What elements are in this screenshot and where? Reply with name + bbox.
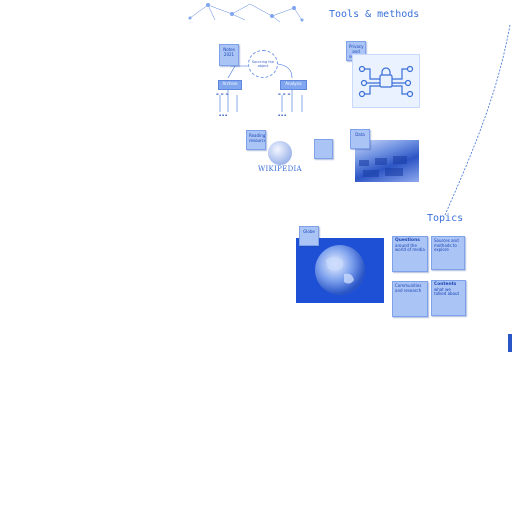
heading-tools-methods: Tools & methods [329, 9, 420, 20]
lock-network-icon [358, 65, 414, 98]
diagram-left-box-label: Archive [222, 81, 238, 86]
network-label: ····· [188, 20, 193, 24]
photo-note-sticky[interactable]: Data [350, 129, 370, 149]
diagram-left-sublabels: ▬ ▬ ▬ [216, 92, 229, 96]
earth-icon [315, 245, 365, 295]
topic-card-4-title: Contents [434, 282, 457, 287]
wiki-note-text: Reading resources [249, 133, 266, 143]
globe-image[interactable] [296, 238, 384, 303]
wikipedia-label: WIKIPEDIA [258, 165, 302, 173]
topic-card-1[interactable]: Questions around the world of media [392, 236, 428, 272]
diagram-left-box[interactable]: Archive [218, 80, 242, 90]
topic-card-2[interactable]: Sources and methods to explore [431, 236, 465, 270]
topic-card-1-title: Questions [395, 238, 420, 243]
globe-note-sticky[interactable]: Globe [299, 226, 319, 246]
diagram-right-box-label: Analysis [285, 81, 302, 86]
diagram-right-box[interactable]: Analysis [280, 80, 307, 90]
topic-card-4-body: what we talked about [434, 286, 460, 297]
diagram-top-note-label: 2021 [223, 52, 235, 57]
diagram-left-leaves: ▪ ▪ ▪ [219, 113, 228, 117]
wiki-note-sticky[interactable]: Reading resources [246, 130, 266, 150]
topic-card-3-body: Communities and research [395, 283, 422, 293]
diagram-center-label: Sourcing the object [251, 60, 275, 68]
diagram-top-note[interactable]: Notes 2021 [219, 44, 239, 66]
photo-note-text: Data [355, 132, 365, 137]
wikipedia-globe-icon[interactable] [268, 141, 292, 165]
topic-card-2-body: Sources and methods to explore [434, 238, 459, 253]
topic-card-3[interactable]: Communities and research [392, 281, 428, 317]
diagram-right-sublabels: ▬ ▬ ▬ [278, 92, 291, 96]
diagram-top-note-text: Notes [223, 47, 235, 52]
wiki-side-sticky[interactable] [314, 139, 333, 159]
topic-card-1-body: around the world of media [395, 242, 425, 253]
topic-card-4[interactable]: Contents what we talked about [431, 280, 466, 316]
heading-topics: Topics [427, 213, 464, 224]
right-edge-marker[interactable] [508, 334, 512, 352]
diagram-right-leaves: ▪ ▪ ▪ [278, 113, 287, 117]
photo-detail [359, 156, 407, 177]
network-lock-image[interactable] [352, 54, 420, 108]
globe-note-text: Globe [303, 229, 315, 234]
diagram-center-node[interactable]: Sourcing the object [248, 50, 278, 78]
